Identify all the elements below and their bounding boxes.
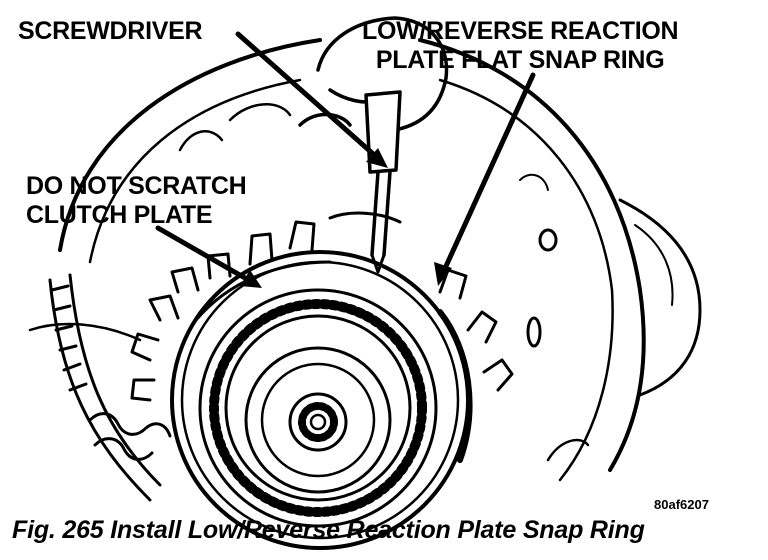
arrow-head-screwdriver	[366, 148, 388, 168]
ring-gear	[198, 288, 438, 528]
leader-arrows	[155, 31, 536, 285]
label-screwdriver: SCREWDRIVER	[18, 17, 203, 45]
figure-caption: Fig. 265 Install Low/Reverse Reaction Pl…	[12, 516, 645, 544]
band-spring	[28, 273, 172, 502]
label-snap-ring-line1: LOW/REVERSE REACTION	[362, 17, 679, 45]
arrow-head-snap-ring	[434, 262, 452, 286]
center-hub	[244, 346, 392, 494]
label-snap-ring-line2: PLATE FLAT SNAP RING	[375, 46, 665, 74]
figure-id: 80af6207	[654, 497, 709, 512]
clutch-plates	[170, 250, 473, 550]
label-do-not-scratch-line2: CLUTCH PLATE	[26, 201, 213, 229]
screwdriver	[364, 90, 402, 274]
label-do-not-scratch-line1: DO NOT SCRATCH	[26, 172, 247, 200]
clutch-pack-tabs	[130, 211, 514, 402]
arrow-head-clutch-plate	[240, 270, 262, 288]
transmission-case	[58, 38, 702, 482]
label-do-not-scratch: DO NOT SCRATCH CLUTCH PLATE	[26, 172, 247, 230]
label-snap-ring: LOW/REVERSE REACTION PLATE FLAT SNAP RIN…	[362, 17, 679, 75]
